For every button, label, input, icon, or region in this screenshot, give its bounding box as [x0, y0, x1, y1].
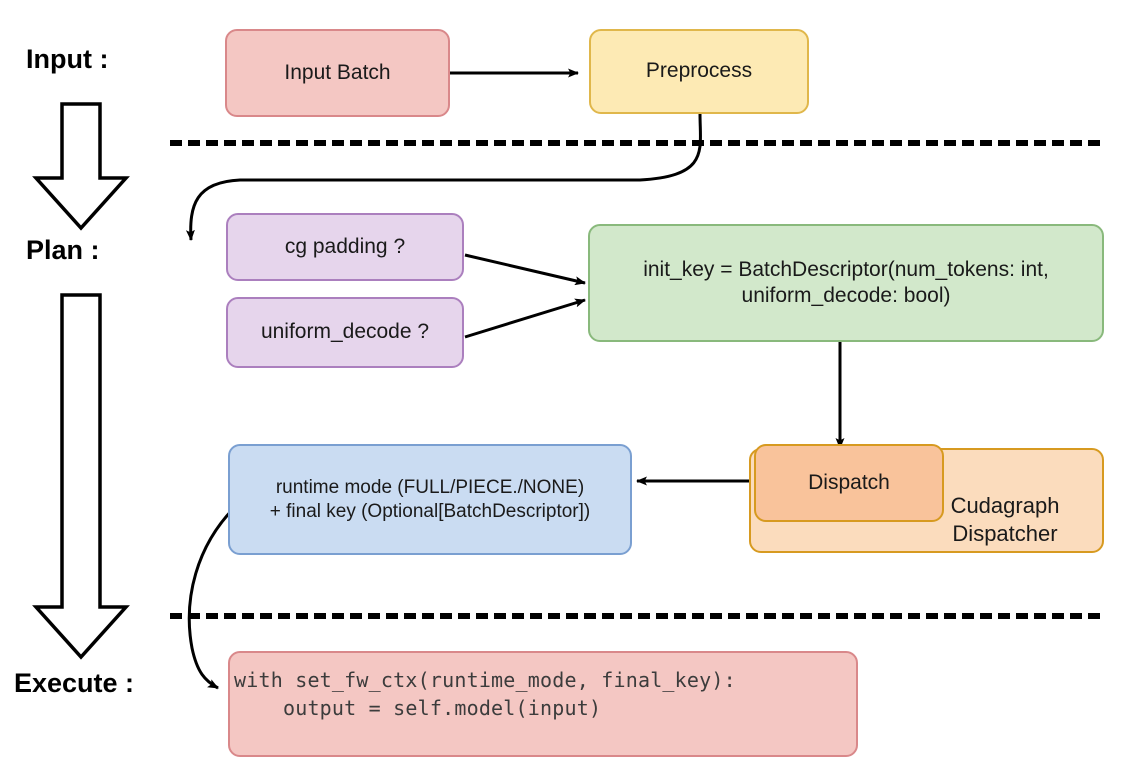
plan-execute-separator	[170, 613, 1100, 619]
node-uniform-decode[interactable]: uniform_decode ?	[226, 297, 464, 368]
node-cudagraph-dispatcher-line-2: Dispatcher	[952, 520, 1058, 546]
node-input-batch[interactable]: Input Batch	[225, 29, 450, 117]
node-exec-code-line-1: with set_fw_ctx(runtime_mode, final_key)…	[234, 668, 736, 692]
node-preprocess-label: Preprocess	[645, 59, 753, 83]
node-dispatch[interactable]: Dispatch	[754, 444, 944, 522]
node-runtime-mode-line-2: + final key (Optional[BatchDescriptor])	[269, 500, 591, 522]
edge-uniform-decode-to-init-key	[464, 298, 586, 339]
input-plan-separator	[170, 140, 1100, 146]
edge-cg-padding-to-init-key	[464, 253, 586, 286]
node-exec-code-line-2: output = self.model(input)	[234, 695, 602, 720]
node-cg-padding[interactable]: cg padding ?	[226, 213, 464, 281]
flow-arrow-input-to-plan	[32, 102, 130, 231]
node-cudagraph-dispatcher-line-1: Cudagraph	[950, 493, 1060, 518]
node-runtime-mode[interactable]: runtime mode (FULL/PIECE./NONE) + final …	[228, 444, 632, 555]
node-input-batch-label: Input Batch	[284, 60, 391, 84]
node-exec-code[interactable]: with set_fw_ctx(runtime_mode, final_key)…	[228, 651, 858, 757]
stage-label-input: Input :	[26, 44, 109, 74]
node-cg-padding-label: cg padding ?	[284, 234, 406, 258]
node-init-key[interactable]: init_key = BatchDescriptor(num_tokens: i…	[588, 224, 1104, 342]
node-dispatch-label: Dispatch	[808, 470, 890, 494]
node-uniform-decode-label: uniform_decode ?	[260, 320, 430, 344]
node-runtime-mode-line-1: runtime mode (FULL/PIECE./NONE)	[275, 476, 585, 498]
stage-label-plan: Plan :	[26, 235, 100, 265]
stage-label-execute: Execute :	[14, 668, 135, 698]
node-init-key-line-1: init_key = BatchDescriptor(num_tokens: i…	[643, 257, 1049, 281]
node-init-key-line-2: uniform_decode: bool)	[741, 284, 951, 307]
flow-arrow-plan-to-execute	[32, 293, 130, 660]
node-preprocess[interactable]: Preprocess	[589, 29, 809, 114]
